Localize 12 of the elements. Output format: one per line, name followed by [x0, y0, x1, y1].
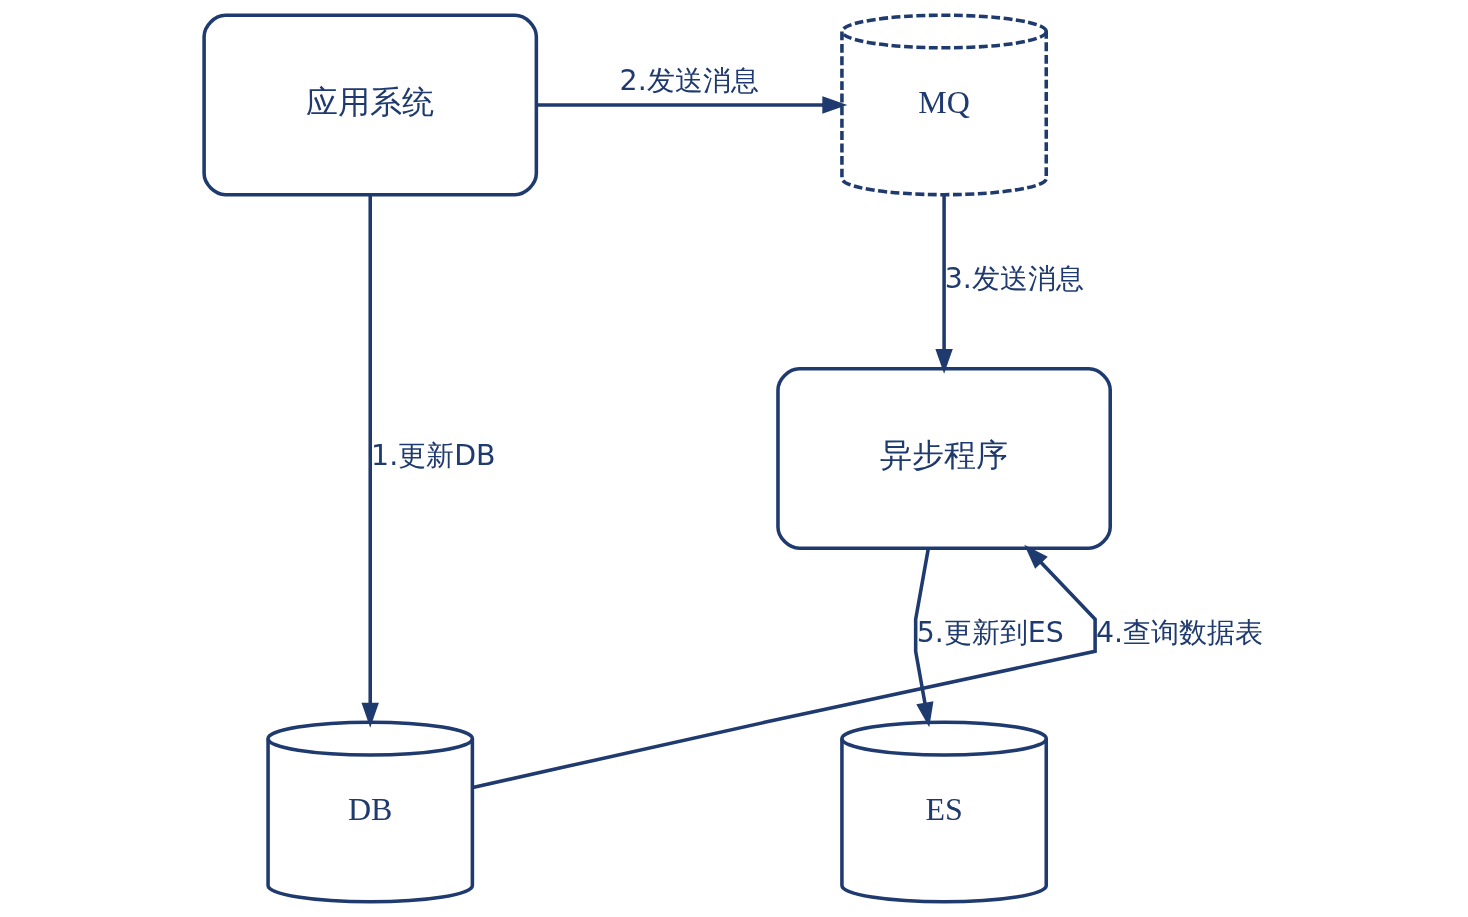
- arrow: [361, 195, 379, 728]
- node-box: 应用系统: [202, 13, 539, 197]
- edge-label: 1.更新DB: [371, 439, 496, 473]
- node-box: 异步程序: [776, 367, 1112, 550]
- arrow: [537, 96, 848, 114]
- edge-label: 2.发送消息: [619, 64, 759, 98]
- arrow: [472, 544, 1097, 790]
- edge-label: 3.发送消息: [944, 262, 1084, 296]
- edge-label: 5.更新到ES: [916, 616, 1064, 650]
- arrow: [913, 548, 934, 728]
- arrow: [935, 195, 953, 374]
- edge-label: 4.查询数据表: [1095, 616, 1264, 650]
